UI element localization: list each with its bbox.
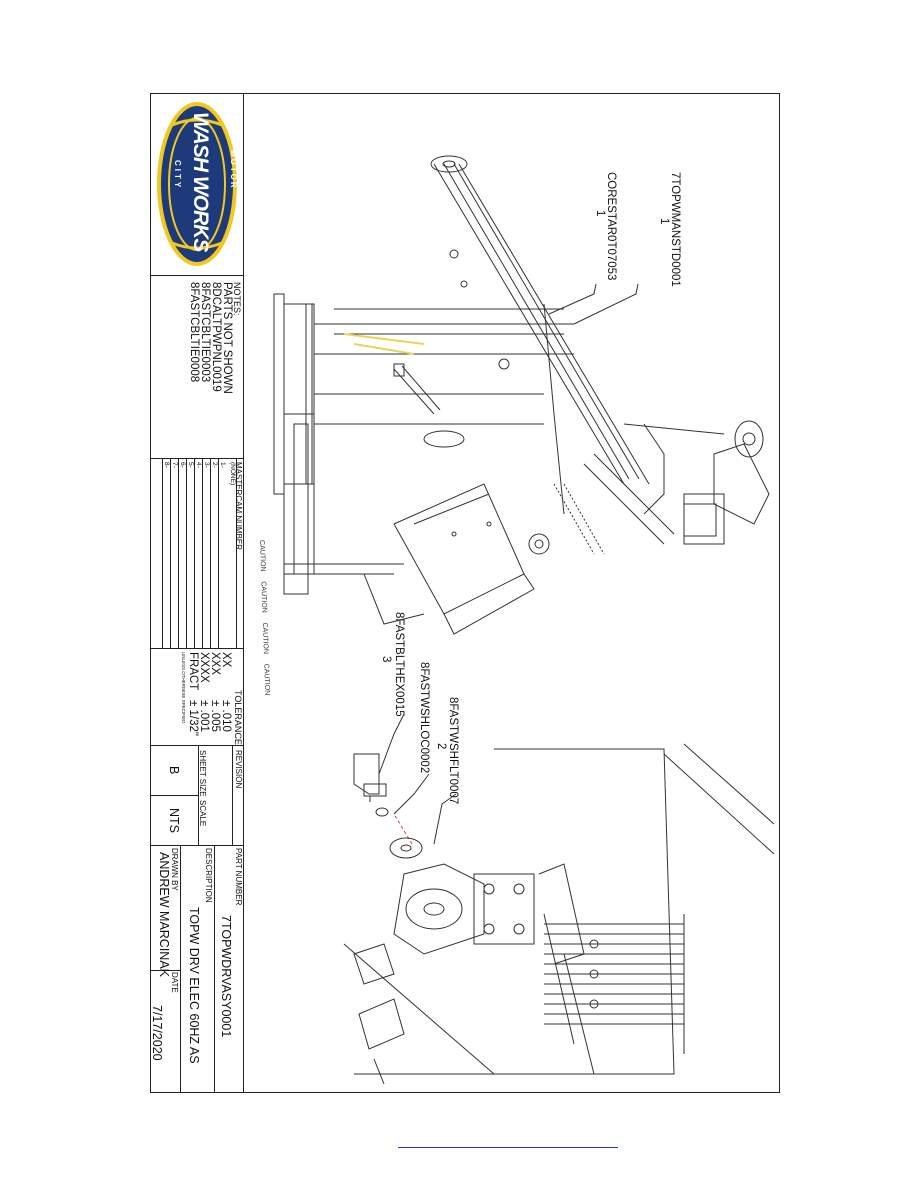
- drawnby-divider: [180, 845, 181, 1093]
- tolerance-label: FRACT: [187, 652, 199, 691]
- description-value: TOPW DRV ELEC 60HZ AS: [187, 907, 201, 1064]
- title-block: [150, 93, 244, 1093]
- divider-tolerance-revision: [150, 745, 244, 746]
- divider-notes-mastercam: [150, 458, 244, 459]
- revision-divider: [232, 745, 233, 845]
- mastercam-row: 6-: [179, 462, 186, 468]
- mastercam-header-line: [236, 458, 237, 648]
- mastercam-row-line: [170, 458, 171, 648]
- date-heading: DATE: [170, 972, 179, 993]
- notes-line: 8DCALTPWPNL0019: [210, 282, 222, 392]
- divider-scale-partnumber: [150, 845, 244, 846]
- mastercam-row: 4-: [195, 462, 202, 468]
- description-divider: [214, 845, 215, 1093]
- logo-top-arc: MOTOR: [229, 150, 238, 190]
- sheet-size-heading: SHEET SIZE: [198, 750, 207, 797]
- tolerance-heading: TOLERANCE: [233, 690, 243, 745]
- mastercam-row-line: [194, 458, 195, 648]
- tolerance-value: ± .010: [220, 700, 232, 732]
- revision-heading: REVISION: [234, 750, 243, 789]
- sheet-size-value: B: [167, 766, 181, 775]
- mastercam-row-line: [210, 458, 211, 648]
- divider-drawnby-date: [150, 970, 180, 971]
- mastercam-subheading: (NONE): [229, 462, 236, 486]
- drawing-sheet-border: [150, 93, 780, 1093]
- drawn-by-value: ANDREW MARCINAK: [157, 852, 171, 978]
- mastercam-row-line: [162, 458, 163, 648]
- logo-bottom-arc: CITY: [173, 160, 182, 191]
- tolerance-value: ± 1/32": [187, 700, 199, 736]
- tolerance-label: XXX: [209, 652, 221, 676]
- drawn-by-heading: DRAWN BY: [170, 848, 179, 891]
- divider-mastercam-tolerance: [150, 648, 244, 649]
- description-heading: DESCRIPTION: [204, 848, 213, 903]
- notes-line: 8FASTCBLTIE0003: [199, 282, 211, 383]
- tolerance-value: ± .005: [209, 700, 221, 732]
- date-value: 7/17/2020: [150, 1005, 164, 1061]
- divider-logo-notes: [150, 275, 244, 276]
- mastercam-row-line: [178, 458, 179, 648]
- mastercam-row: 7-: [171, 462, 178, 468]
- notes-heading: NOTES:: [232, 282, 242, 316]
- sheetsize-divider: [198, 745, 199, 845]
- notes-line: 8FASTCBLTIE0008: [188, 282, 200, 383]
- scale-heading: SCALE: [198, 800, 207, 827]
- scale-value: NTS: [167, 808, 181, 833]
- tolerance-footnote: UNLESS OTHERWISE SPECIFIED: [181, 652, 186, 724]
- tolerance-label: XX: [220, 652, 232, 668]
- mastercam-row: 3-: [203, 462, 210, 468]
- sheetsize-scale-divider: [150, 795, 198, 796]
- footer-link[interactable]: [398, 1147, 618, 1148]
- mastercam-row: 5-: [187, 462, 194, 468]
- mastercam-row-line: [218, 458, 219, 648]
- part-number-value: 7TOPWDRVASY0001: [219, 915, 233, 1038]
- assembly-illustration: [273, 155, 775, 1085]
- tolerance-value: ± .001: [198, 700, 210, 732]
- notes-line: PARTS NOT SHOWN: [221, 282, 233, 394]
- washworks-logo: [157, 102, 237, 266]
- tolerance-label: XXXX: [198, 652, 210, 683]
- mastercam-row: 8-: [163, 462, 170, 468]
- mastercam-row-line: [186, 458, 187, 648]
- mastercam-row: 1-: [219, 462, 226, 468]
- mastercam-row: 2-: [211, 462, 218, 468]
- part-number-heading: PART NUMBER: [234, 848, 243, 906]
- logo-main-text: WASH WORKS: [189, 112, 212, 252]
- mastercam-row-line: [202, 458, 203, 648]
